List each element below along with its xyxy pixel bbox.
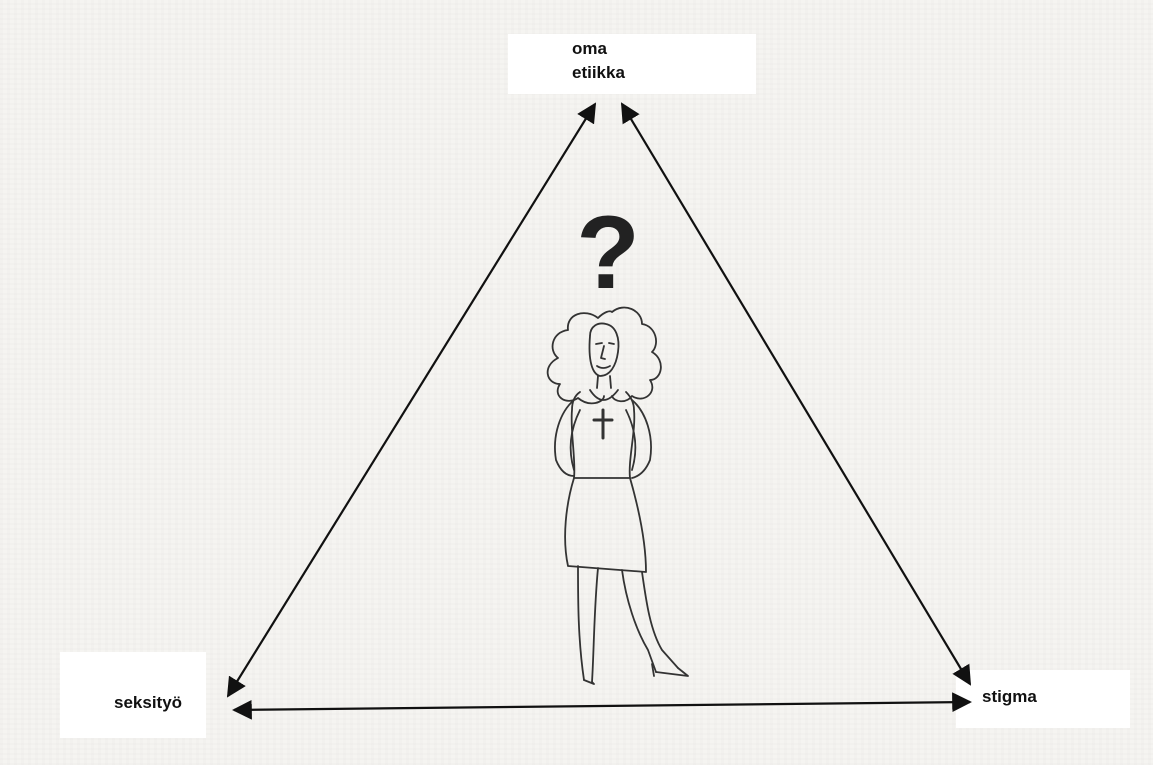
woman-figure-icon (548, 308, 688, 684)
edge-left-to-top (228, 104, 595, 696)
edge-top-to-right (622, 104, 970, 684)
edge-left-to-right (234, 702, 970, 710)
question-mark: ? (576, 195, 640, 311)
